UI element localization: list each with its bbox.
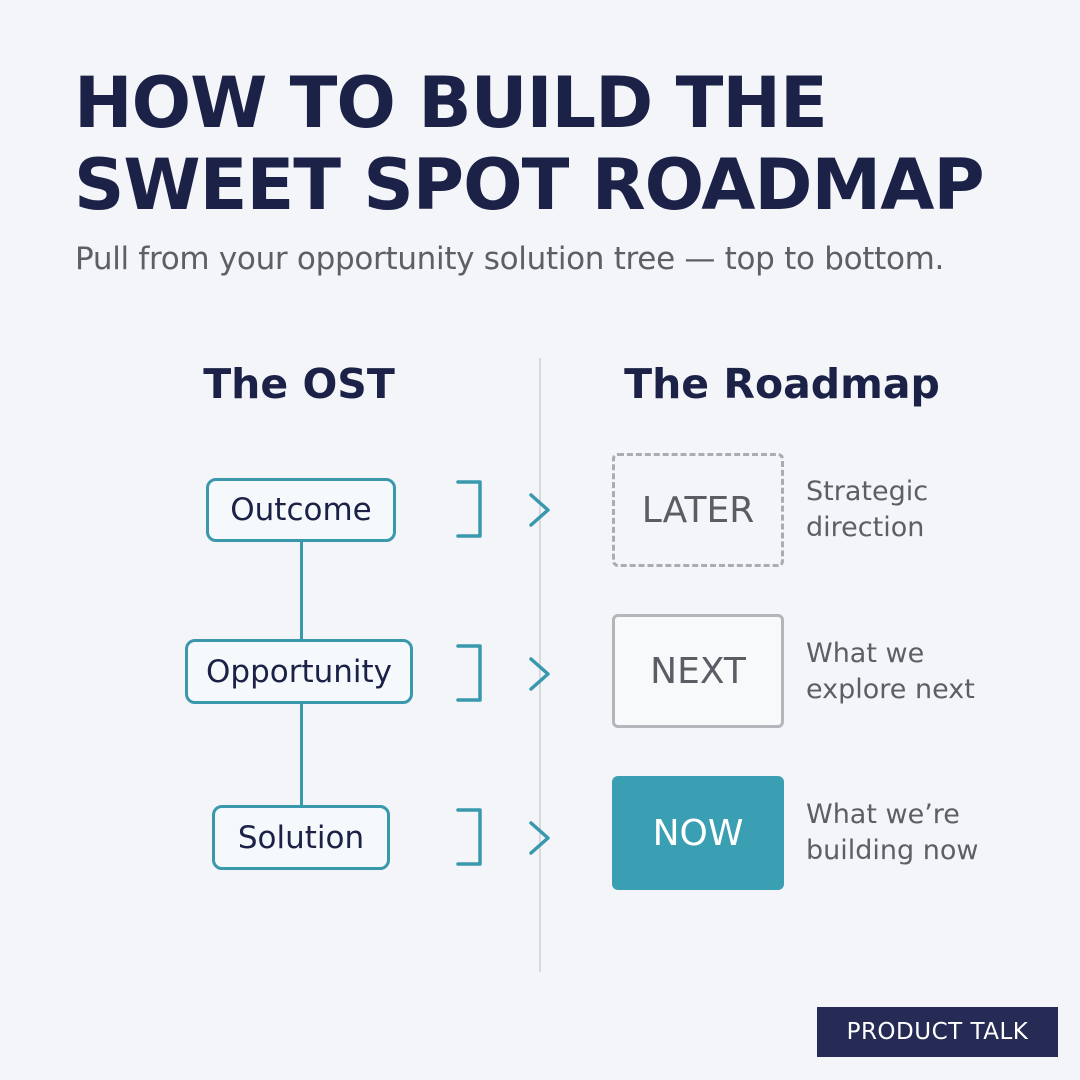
- description-line: Strategic: [806, 476, 929, 507]
- ost-connector-opportunity-solution: [300, 703, 303, 806]
- mapping-icon-now: [456, 808, 550, 866]
- mapping-icon-later: [456, 480, 550, 538]
- chevron-right-icon: [529, 657, 550, 691]
- ost-node-label: Opportunity: [205, 653, 393, 690]
- description-line: What we’re: [806, 799, 960, 830]
- chevron-right-icon: [529, 493, 550, 527]
- title-line-1: HOW TO BUILD THE: [74, 62, 828, 144]
- mapping-icon-next: [456, 644, 550, 702]
- ost-node-solution: Solution: [212, 805, 390, 870]
- ost-heading: The OST: [203, 360, 395, 408]
- roadmap-next-description: What we explore next: [806, 636, 1046, 708]
- description-line: direction: [806, 512, 925, 543]
- chevron-right-icon: [529, 821, 550, 855]
- roadmap-stage-label: LATER: [641, 489, 755, 531]
- roadmap-now-box: NOW: [612, 776, 784, 890]
- roadmap-next-box: NEXT: [612, 614, 784, 728]
- title-line-2: SWEET SPOT ROADMAP: [74, 144, 985, 226]
- roadmap-now-description: What we’re building now: [806, 797, 1046, 869]
- bracket-icon: [456, 808, 482, 866]
- ost-connector-outcome-opportunity: [300, 541, 303, 640]
- roadmap-later-box: LATER: [612, 453, 784, 567]
- ost-node-outcome: Outcome: [206, 478, 396, 542]
- subtitle: Pull from your opportunity solution tree…: [75, 241, 945, 277]
- description-line: building now: [806, 835, 979, 866]
- roadmap-heading: The Roadmap: [624, 360, 940, 408]
- ost-node-opportunity: Opportunity: [185, 639, 413, 704]
- bracket-icon: [456, 480, 482, 538]
- bracket-icon: [456, 644, 482, 702]
- ost-node-label: Outcome: [230, 492, 372, 528]
- roadmap-stage-label: NEXT: [650, 650, 746, 692]
- description-line: explore next: [806, 674, 975, 705]
- brand-badge: PRODUCT TALK: [817, 1007, 1058, 1057]
- roadmap-later-description: Strategic direction: [806, 474, 1046, 546]
- description-line: What we: [806, 638, 925, 669]
- roadmap-stage-label: NOW: [652, 812, 744, 854]
- ost-node-label: Solution: [237, 819, 365, 856]
- page-title: HOW TO BUILD THE SWEET SPOT ROADMAP: [74, 62, 985, 226]
